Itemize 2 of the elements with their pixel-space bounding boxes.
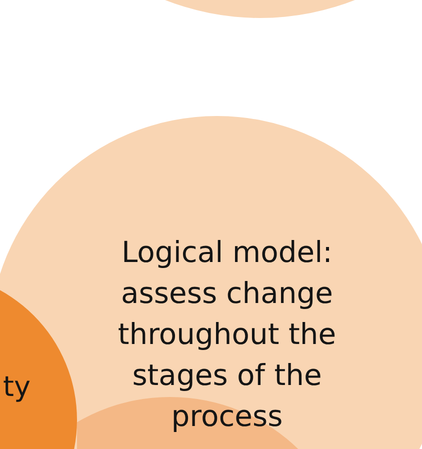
circle-label: Logical model: assess change throughout the stages of the process xyxy=(116,234,338,435)
circle-label: ty xyxy=(3,373,31,401)
